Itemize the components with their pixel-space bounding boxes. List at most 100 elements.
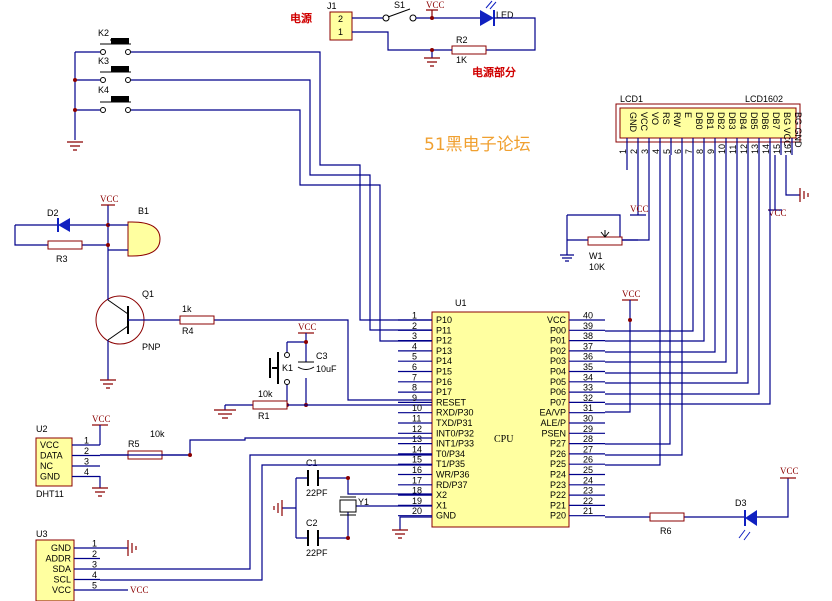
lcd-body [619,107,797,139]
u3-pin-number: 3 [92,560,97,570]
u1-pin-name: RESET [436,397,467,407]
u1-pin-name: P13 [436,346,452,356]
u1-pin-number: 13 [412,434,422,444]
lcd-pin-number: 1 [618,149,628,154]
u1-pin-name: INT1/P33 [436,439,474,449]
u1-pin-name: X2 [436,490,447,500]
k4-ref: K4 [98,85,109,95]
u2-pin-number: 4 [84,467,89,477]
u1-pin-name: P22 [550,490,566,500]
u1-pin-number: 5 [412,352,417,362]
c1-ref: C1 [306,458,318,468]
vcc-u3: VCC [130,585,149,595]
u1-pin-name: EA/VP [539,408,566,418]
u1-pin-name: P14 [436,356,452,366]
c3-value: 10uF [316,364,337,374]
u1-pin-number: 11 [412,414,421,424]
y1-crystal [339,499,357,513]
r2-value: 1K [456,55,467,65]
u1-pin-name: INT0/P32 [436,428,474,438]
u1-pin-number: 10 [412,403,422,413]
u3-pin-name: SDA [52,564,71,574]
lcd-pin-number: 13 [750,144,760,154]
vcc-power: VCC [426,0,445,10]
u1-pin-name: P03 [550,356,566,366]
lcd-pin-name: E [683,112,693,118]
lcd-pin-name: GND [628,112,638,133]
lcd-pin-number: 14 [761,144,771,154]
j1-pin-2: 2 [338,14,343,24]
u2-body [35,437,73,487]
reset-circuit: VCC K1 C3 10uF 10k R1 [214,322,432,421]
u3-ref: U3 [36,529,48,539]
u1-body [431,311,570,528]
pnp-label: PNP [142,342,161,352]
watermark-text: 51黑电子论坛 [424,135,531,155]
u1-pin-number: 18 [412,486,422,496]
u1-pin-name: ALE/P [540,418,566,428]
y1-ref: Y1 [358,497,369,507]
vcc-d3: VCC [780,466,799,476]
u1-pin-name: T0/P34 [436,449,465,459]
u1-pin-number: 4 [412,341,417,351]
u1-pin-number: 12 [412,424,422,434]
u1-pin-name: GND [436,511,457,521]
u2-pin-number: 1 [84,436,89,446]
u1-pin-number: 8 [412,383,417,393]
u1-pin-number: 29 [583,424,593,434]
u1-pin-number: 1 [412,311,417,321]
r2-resistor [451,45,487,55]
s1-ref: S1 [394,0,405,10]
c3-capacitor [297,361,315,370]
u3-body [35,539,75,601]
u1-ref: U1 [455,298,467,308]
d3-led-section: R6 D3 VCC [605,466,799,541]
r5-ref: R5 [128,439,140,449]
k3-ref: K3 [98,56,109,66]
u1-pin-number: 23 [583,486,593,496]
lcd-pin-number: 6 [673,149,683,154]
u3-pin-name: SCL [53,575,71,585]
u1-pin-name: P07 [550,397,566,407]
vcc-dht: VCC [92,414,111,424]
u2-pin-name: NC [40,461,53,471]
u1-pin-number: 26 [583,455,593,465]
u1-pin-name: TXD/P31 [436,418,473,428]
lcd-pin-name: RW [672,112,682,127]
u1-pin-name: T1/P35 [436,459,465,469]
s1-contact-b [409,14,417,22]
u1-pin-number: 17 [412,475,422,485]
u1-pin-name: X1 [436,500,447,510]
c1-value: 22PF [306,488,328,498]
buzzer-b1-icon [127,221,161,257]
lcd-pin-name: DB2 [716,112,726,130]
q1-ref: Q1 [142,289,154,299]
r4-resistor [179,315,215,325]
lcd-pin-number: 16 [783,144,793,154]
u1-pin-number: 39 [583,321,593,331]
u1-pin-number: 22 [583,496,593,506]
u1-pin-name: P15 [436,367,452,377]
u2-model: DHT11 [36,489,64,499]
lcd-pin-name: DB6 [760,112,770,130]
r3-resistor [47,240,83,250]
u1-pin-name: P02 [550,346,566,356]
u1-pin-number: 3 [412,331,417,341]
u3-pin-number: 4 [92,570,97,580]
keys-k2-k4: K2 K3 K4 [67,28,432,342]
u1-pin-name: VCC [547,315,567,325]
u1-pin-name: P16 [436,377,452,387]
u1-pin-name: P26 [550,449,566,459]
u2-pin-number: 2 [84,446,89,456]
u1-pin-name: P17 [436,387,452,397]
u1-pin-number: 14 [412,444,422,454]
u2-pin-name: VCC [40,440,60,450]
lcd-pin-number: 10 [717,144,727,154]
u1-pin-name: P25 [550,459,566,469]
k1-button-icon [269,352,279,384]
vcc-cpu: VCC [622,289,641,299]
r5-value: 10k [150,429,165,439]
cpu-label: CPU [494,434,514,445]
u3-pin-name: ADDR [45,554,71,564]
u1-pin-number: 40 [583,311,593,321]
